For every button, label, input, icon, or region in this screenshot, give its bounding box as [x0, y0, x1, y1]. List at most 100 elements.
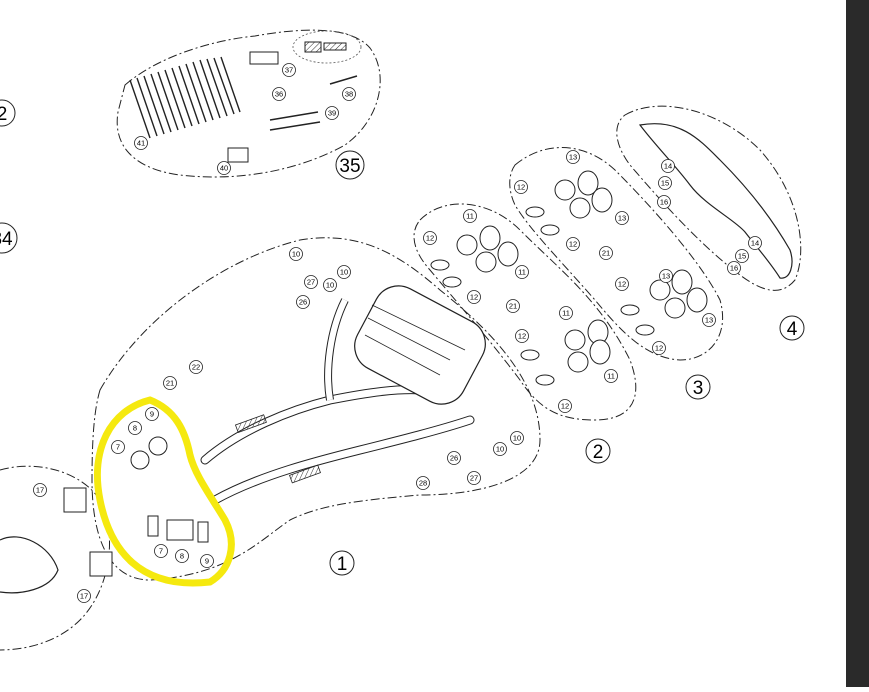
svg-text:7: 7 — [116, 443, 120, 452]
svg-text:17: 17 — [80, 592, 88, 601]
svg-text:10: 10 — [513, 434, 521, 443]
svg-text:22: 22 — [192, 363, 200, 372]
callout-8: 8 — [175, 549, 189, 563]
svg-text:12: 12 — [618, 280, 626, 289]
callout-39: 39 — [325, 106, 339, 120]
svg-text:2: 2 — [0, 104, 7, 125]
group-label-3: 3 — [685, 374, 711, 400]
main-exhaust-assembly — [0, 285, 486, 594]
partial-label-2: 2 — [0, 99, 16, 127]
svg-text:13: 13 — [705, 316, 713, 325]
svg-text:2: 2 — [593, 442, 604, 463]
group-3-outline — [509, 147, 724, 361]
svg-text:13: 13 — [618, 214, 626, 223]
callout-10: 10 — [323, 278, 337, 292]
callout-10: 10 — [493, 442, 507, 456]
svg-text:28: 28 — [419, 479, 427, 488]
callout-12: 12 — [652, 341, 666, 355]
svg-text:16: 16 — [730, 264, 738, 273]
callout-38: 38 — [342, 87, 356, 101]
callout-26: 26 — [447, 451, 461, 465]
group-label-2: 2 — [585, 438, 611, 464]
svg-text:13: 13 — [569, 153, 577, 162]
callout-17: 17 — [33, 483, 47, 497]
svg-text:11: 11 — [518, 268, 526, 277]
callout-10: 10 — [510, 431, 524, 445]
svg-text:11: 11 — [562, 309, 570, 318]
callout-14: 14 — [661, 159, 675, 173]
callout-12: 12 — [467, 290, 481, 304]
callout-13: 13 — [659, 269, 673, 283]
callout-7: 7 — [111, 440, 125, 454]
tailpipe-tips — [430, 170, 708, 386]
svg-text:41: 41 — [137, 139, 145, 148]
callouts-kit: 36 37 38 39 40 41 — [134, 63, 356, 175]
group-label-4: 4 — [779, 315, 805, 341]
partial-label-34: 34 — [0, 222, 18, 254]
svg-text:10: 10 — [292, 250, 300, 259]
callout-27: 27 — [467, 471, 481, 485]
callout-12: 12 — [615, 277, 629, 291]
callout-12: 12 — [566, 237, 580, 251]
callout-11: 11 — [604, 369, 618, 383]
callout-37: 37 — [282, 63, 296, 77]
svg-text:15: 15 — [738, 252, 746, 261]
svg-text:14: 14 — [664, 162, 672, 171]
callout-12: 12 — [514, 180, 528, 194]
svg-text:12: 12 — [470, 293, 478, 302]
svg-text:8: 8 — [133, 424, 137, 433]
group-label-1: 1 — [329, 550, 355, 576]
svg-text:3: 3 — [693, 378, 704, 399]
svg-text:4: 4 — [787, 319, 798, 340]
callout-17: 17 — [77, 589, 91, 603]
svg-text:26: 26 — [450, 454, 458, 463]
svg-text:16: 16 — [660, 198, 668, 207]
svg-text:21: 21 — [166, 379, 174, 388]
svg-text:27: 27 — [307, 278, 315, 287]
callout-13: 13 — [702, 313, 716, 327]
callout-40: 40 — [217, 161, 231, 175]
svg-text:12: 12 — [655, 344, 663, 353]
svg-text:39: 39 — [328, 109, 336, 118]
svg-text:10: 10 — [326, 281, 334, 290]
svg-text:12: 12 — [517, 183, 525, 192]
svg-text:26: 26 — [299, 298, 307, 307]
group-34-outline — [0, 465, 110, 651]
callout-9: 9 — [145, 407, 159, 421]
callout-11: 11 — [515, 265, 529, 279]
svg-text:9: 9 — [150, 410, 154, 419]
svg-text:11: 11 — [466, 212, 474, 221]
svg-text:9: 9 — [205, 557, 209, 566]
viewer-sidebar — [846, 0, 869, 687]
callout-41: 41 — [134, 136, 148, 150]
kit-hardware — [129, 41, 358, 163]
svg-text:15: 15 — [661, 179, 669, 188]
svg-text:7: 7 — [159, 547, 163, 556]
group-1-outline — [91, 237, 541, 581]
callout-13: 13 — [615, 211, 629, 225]
svg-text:13: 13 — [662, 272, 670, 281]
svg-text:36: 36 — [275, 90, 283, 99]
callout-7: 7 — [154, 544, 168, 558]
svg-text:40: 40 — [220, 164, 228, 173]
svg-text:38: 38 — [345, 90, 353, 99]
callout-21: 21 — [163, 376, 177, 390]
callout-36: 36 — [272, 87, 286, 101]
callout-12: 12 — [558, 399, 572, 413]
svg-text:34: 34 — [0, 229, 13, 250]
svg-text:27: 27 — [470, 474, 478, 483]
group-label-35: 35 — [335, 150, 365, 180]
svg-text:37: 37 — [285, 66, 293, 75]
svg-text:17: 17 — [36, 486, 44, 495]
callout-28: 28 — [416, 476, 430, 490]
group-35-outline — [116, 29, 381, 178]
svg-text:11: 11 — [607, 372, 615, 381]
callout-8: 8 — [128, 421, 142, 435]
svg-text:35: 35 — [339, 156, 360, 177]
